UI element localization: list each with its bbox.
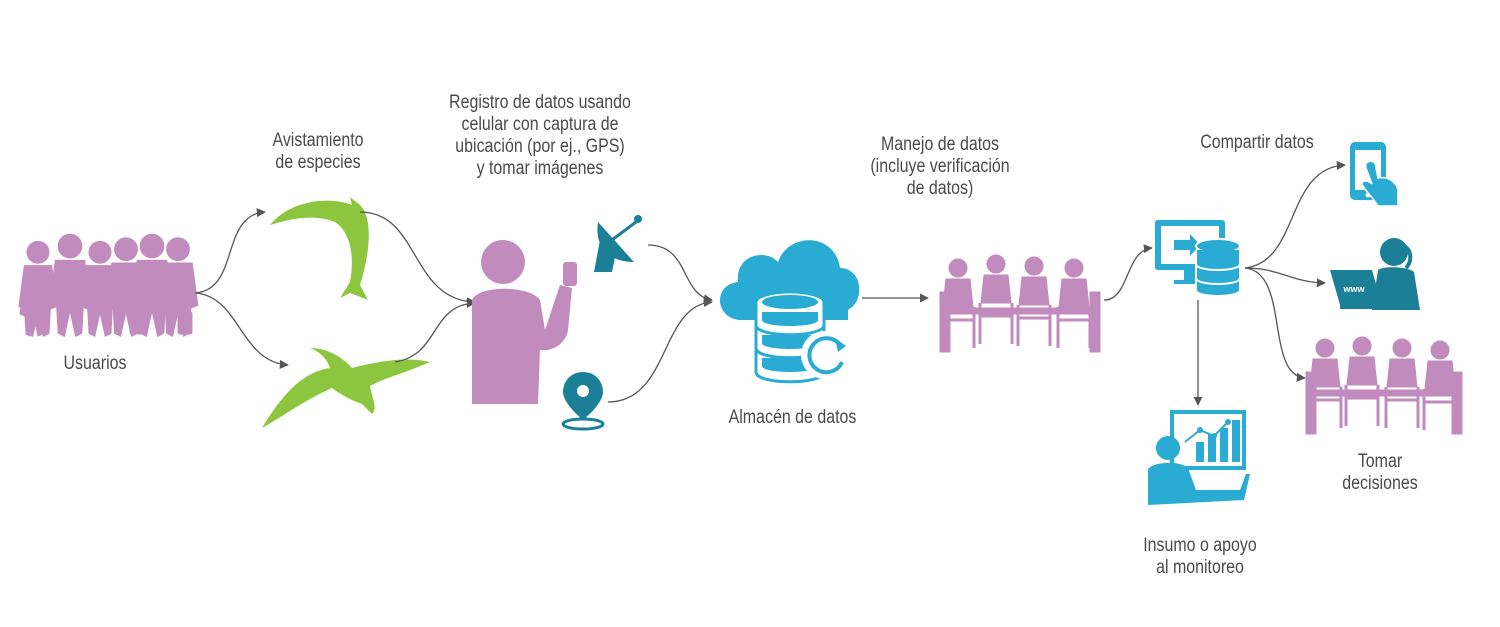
- arrow-dolphin-to-recorder: [359, 211, 476, 307]
- person-with-phone-icon: [472, 240, 577, 404]
- arrow-bird-to-recorder: [394, 298, 476, 363]
- label-usuarios: Usuarios: [63, 353, 127, 374]
- arrow-sharing-to-web: [1244, 267, 1326, 288]
- location-pin-icon: [561, 372, 605, 431]
- label-manejo: Manejo de datos (incluye verificación de…: [870, 134, 1010, 199]
- web-user-icon: www: [1330, 238, 1420, 310]
- monitoring-analyst-icon: [1148, 410, 1250, 505]
- label-registro: Registro de datos usando celular con cap…: [449, 92, 631, 179]
- arrow-users-to-dolphin: [194, 208, 266, 294]
- arrow-management-to-sharing: [1103, 244, 1153, 301]
- users-group-icon: [18, 233, 199, 338]
- arrow-pin-to-storage: [607, 297, 713, 403]
- dolphin-icon: [270, 197, 369, 300]
- arrow-sharing-to-phone: [1244, 160, 1346, 269]
- label-avistamiento: Avistamiento de especies: [272, 130, 364, 173]
- label-insumo: Insumo o apoyo al monitoreo: [1143, 535, 1257, 578]
- touch-phone-icon: [1350, 142, 1399, 207]
- arrow-users-to-bird: [194, 292, 289, 370]
- decision-meeting-icon: [1305, 336, 1463, 435]
- cloud-storage-icon: [720, 240, 860, 384]
- arrow-dish-to-storage: [647, 244, 713, 304]
- label-compartir: Compartir datos: [1200, 132, 1314, 153]
- www-text: www: [1342, 284, 1365, 294]
- label-almacen: Almacén de datos: [728, 407, 857, 428]
- satellite-dish-icon: [594, 215, 642, 272]
- label-tomar: Tomar decisiones: [1342, 451, 1418, 494]
- team-at-table-icon: [939, 254, 1101, 353]
- bird-icon: [262, 348, 430, 428]
- monitor-database-icon: [1155, 220, 1241, 297]
- arrow-sharing-to-decisions: [1244, 267, 1306, 382]
